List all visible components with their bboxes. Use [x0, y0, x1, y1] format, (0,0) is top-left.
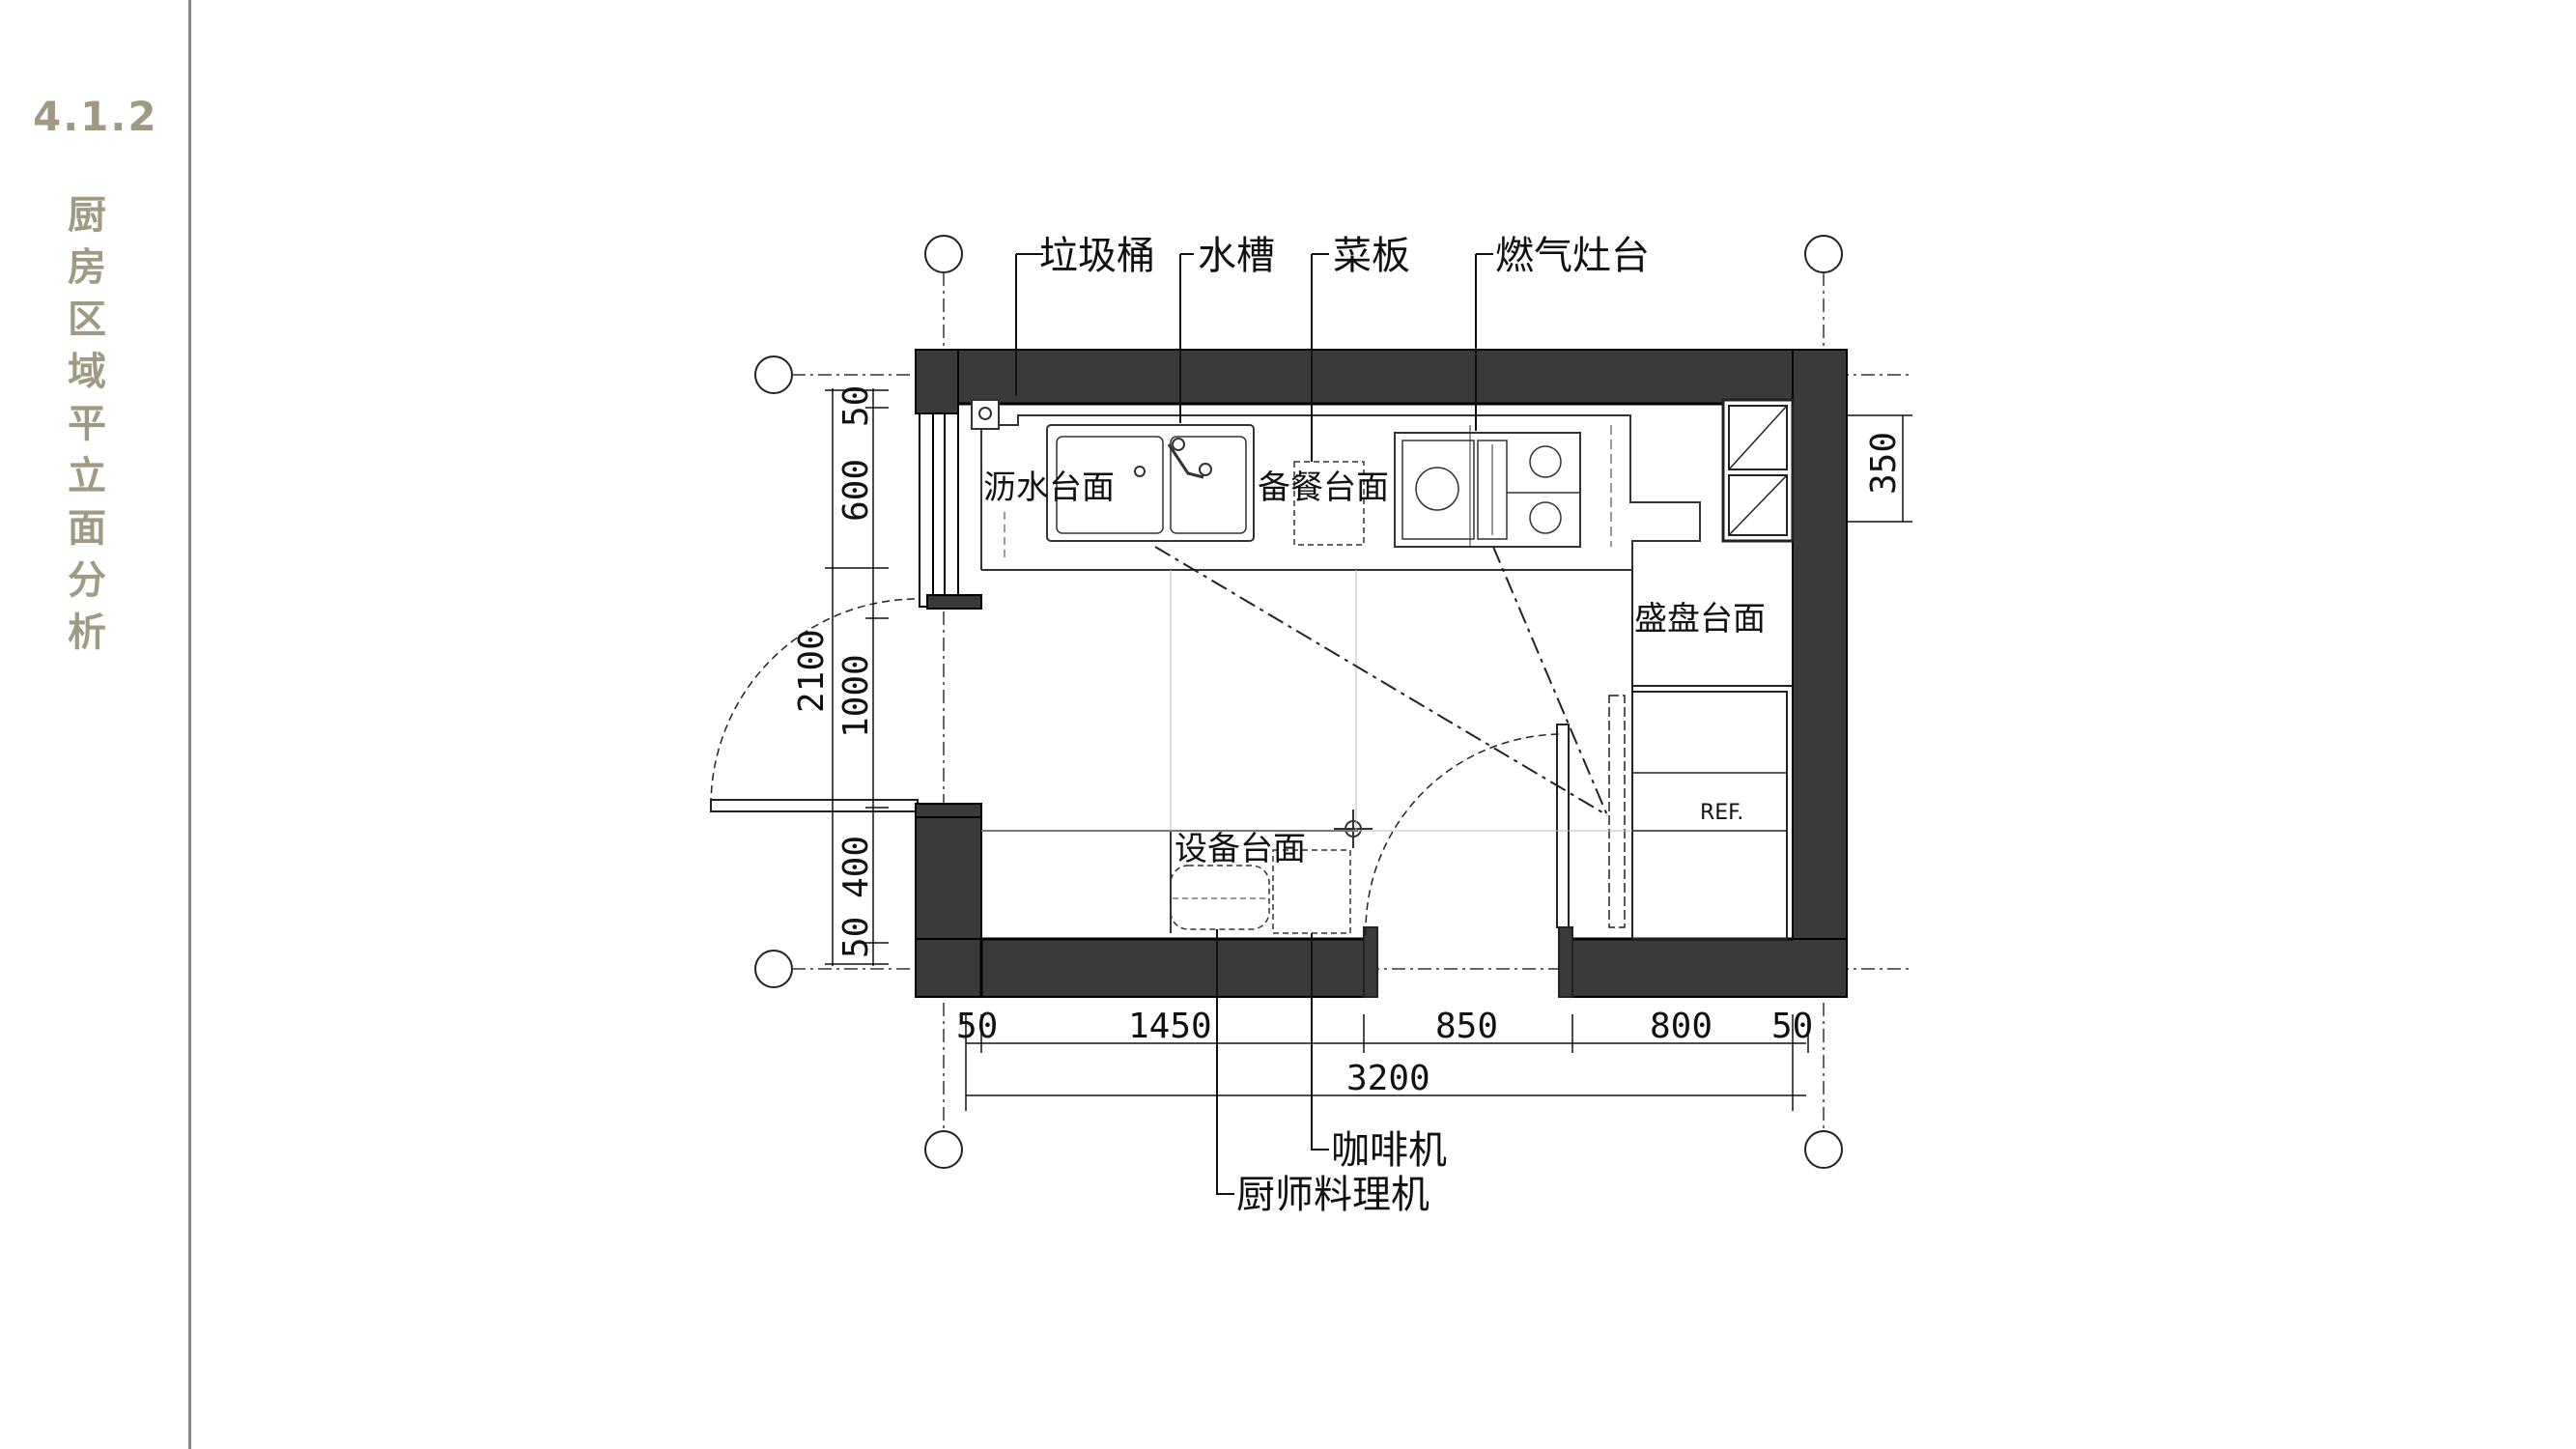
dim-bottom-e: 50	[1771, 1007, 1813, 1046]
trash-bin	[971, 399, 1000, 430]
refrigerator	[1631, 691, 1788, 940]
axis-markers	[754, 235, 1843, 1169]
label-plating-counter: 盛盘台面	[1634, 600, 1766, 639]
label-sink: 水槽	[1198, 234, 1275, 278]
sink	[1046, 424, 1255, 542]
right-cabinets	[1608, 398, 1795, 940]
dim-bottom-c: 850	[1435, 1007, 1498, 1046]
walls	[915, 349, 1848, 998]
axis-marker	[754, 950, 793, 988]
label-coffee-machine: 咖啡机	[1331, 1128, 1447, 1173]
wall-top	[915, 349, 1848, 405]
axis-marker	[754, 355, 793, 394]
left-dimensions	[825, 388, 889, 966]
axis-marker	[924, 235, 963, 273]
section-title: 厨房区域平立面分析	[68, 193, 106, 655]
dim-right-cabinet: 350	[1864, 432, 1904, 495]
sidebar-divider	[188, 0, 191, 1449]
wall-bottom-right	[1571, 938, 1848, 998]
kitchen-door	[1363, 724, 1573, 998]
left-window	[919, 412, 982, 610]
dim-left-lower: 400	[836, 836, 876, 898]
axis-marker	[1804, 235, 1843, 273]
wall-bottom-left	[915, 938, 1365, 998]
cutting-board	[1293, 461, 1365, 546]
label-prep-counter: 备餐台面	[1258, 469, 1389, 507]
label-equipment-counter: 设备台面	[1175, 830, 1306, 868]
section-number: 4.1.2	[33, 93, 158, 140]
axis-marker	[924, 1130, 963, 1169]
label-chef-machine: 厨师料理机	[1236, 1173, 1430, 1217]
chef-machine	[1170, 865, 1270, 930]
dim-left-bottom: 50	[836, 917, 876, 958]
entry-door	[710, 598, 982, 818]
dim-bottom-total: 3200	[1346, 1059, 1430, 1098]
dim-left-total: 2100	[792, 629, 832, 713]
label-cutting-board: 菜板	[1333, 234, 1410, 278]
dim-left-door: 1000	[836, 654, 876, 738]
bottom-dimensions	[965, 1014, 1809, 1111]
work-triangle	[1154, 546, 1608, 816]
dim-left-counter: 600	[836, 459, 876, 522]
label-refrigerator: REF.	[1700, 801, 1743, 825]
wall-left-upper	[915, 349, 959, 414]
dim-bottom-a: 50	[956, 1007, 998, 1046]
label-trash-bin: 垃圾桶	[1039, 234, 1155, 278]
top-counter	[971, 399, 1701, 571]
gas-stove	[1394, 432, 1581, 548]
axis-marker	[1804, 1130, 1843, 1169]
dim-left-top: 50	[836, 385, 876, 427]
label-drain-counter: 沥水台面	[983, 469, 1115, 507]
dim-bottom-b: 1450	[1128, 1007, 1212, 1046]
equipment-counter	[981, 810, 1373, 934]
label-gas-stove: 燃气灶台	[1495, 234, 1650, 278]
wall-right	[1792, 349, 1848, 998]
dim-bottom-d: 800	[1650, 1007, 1713, 1046]
